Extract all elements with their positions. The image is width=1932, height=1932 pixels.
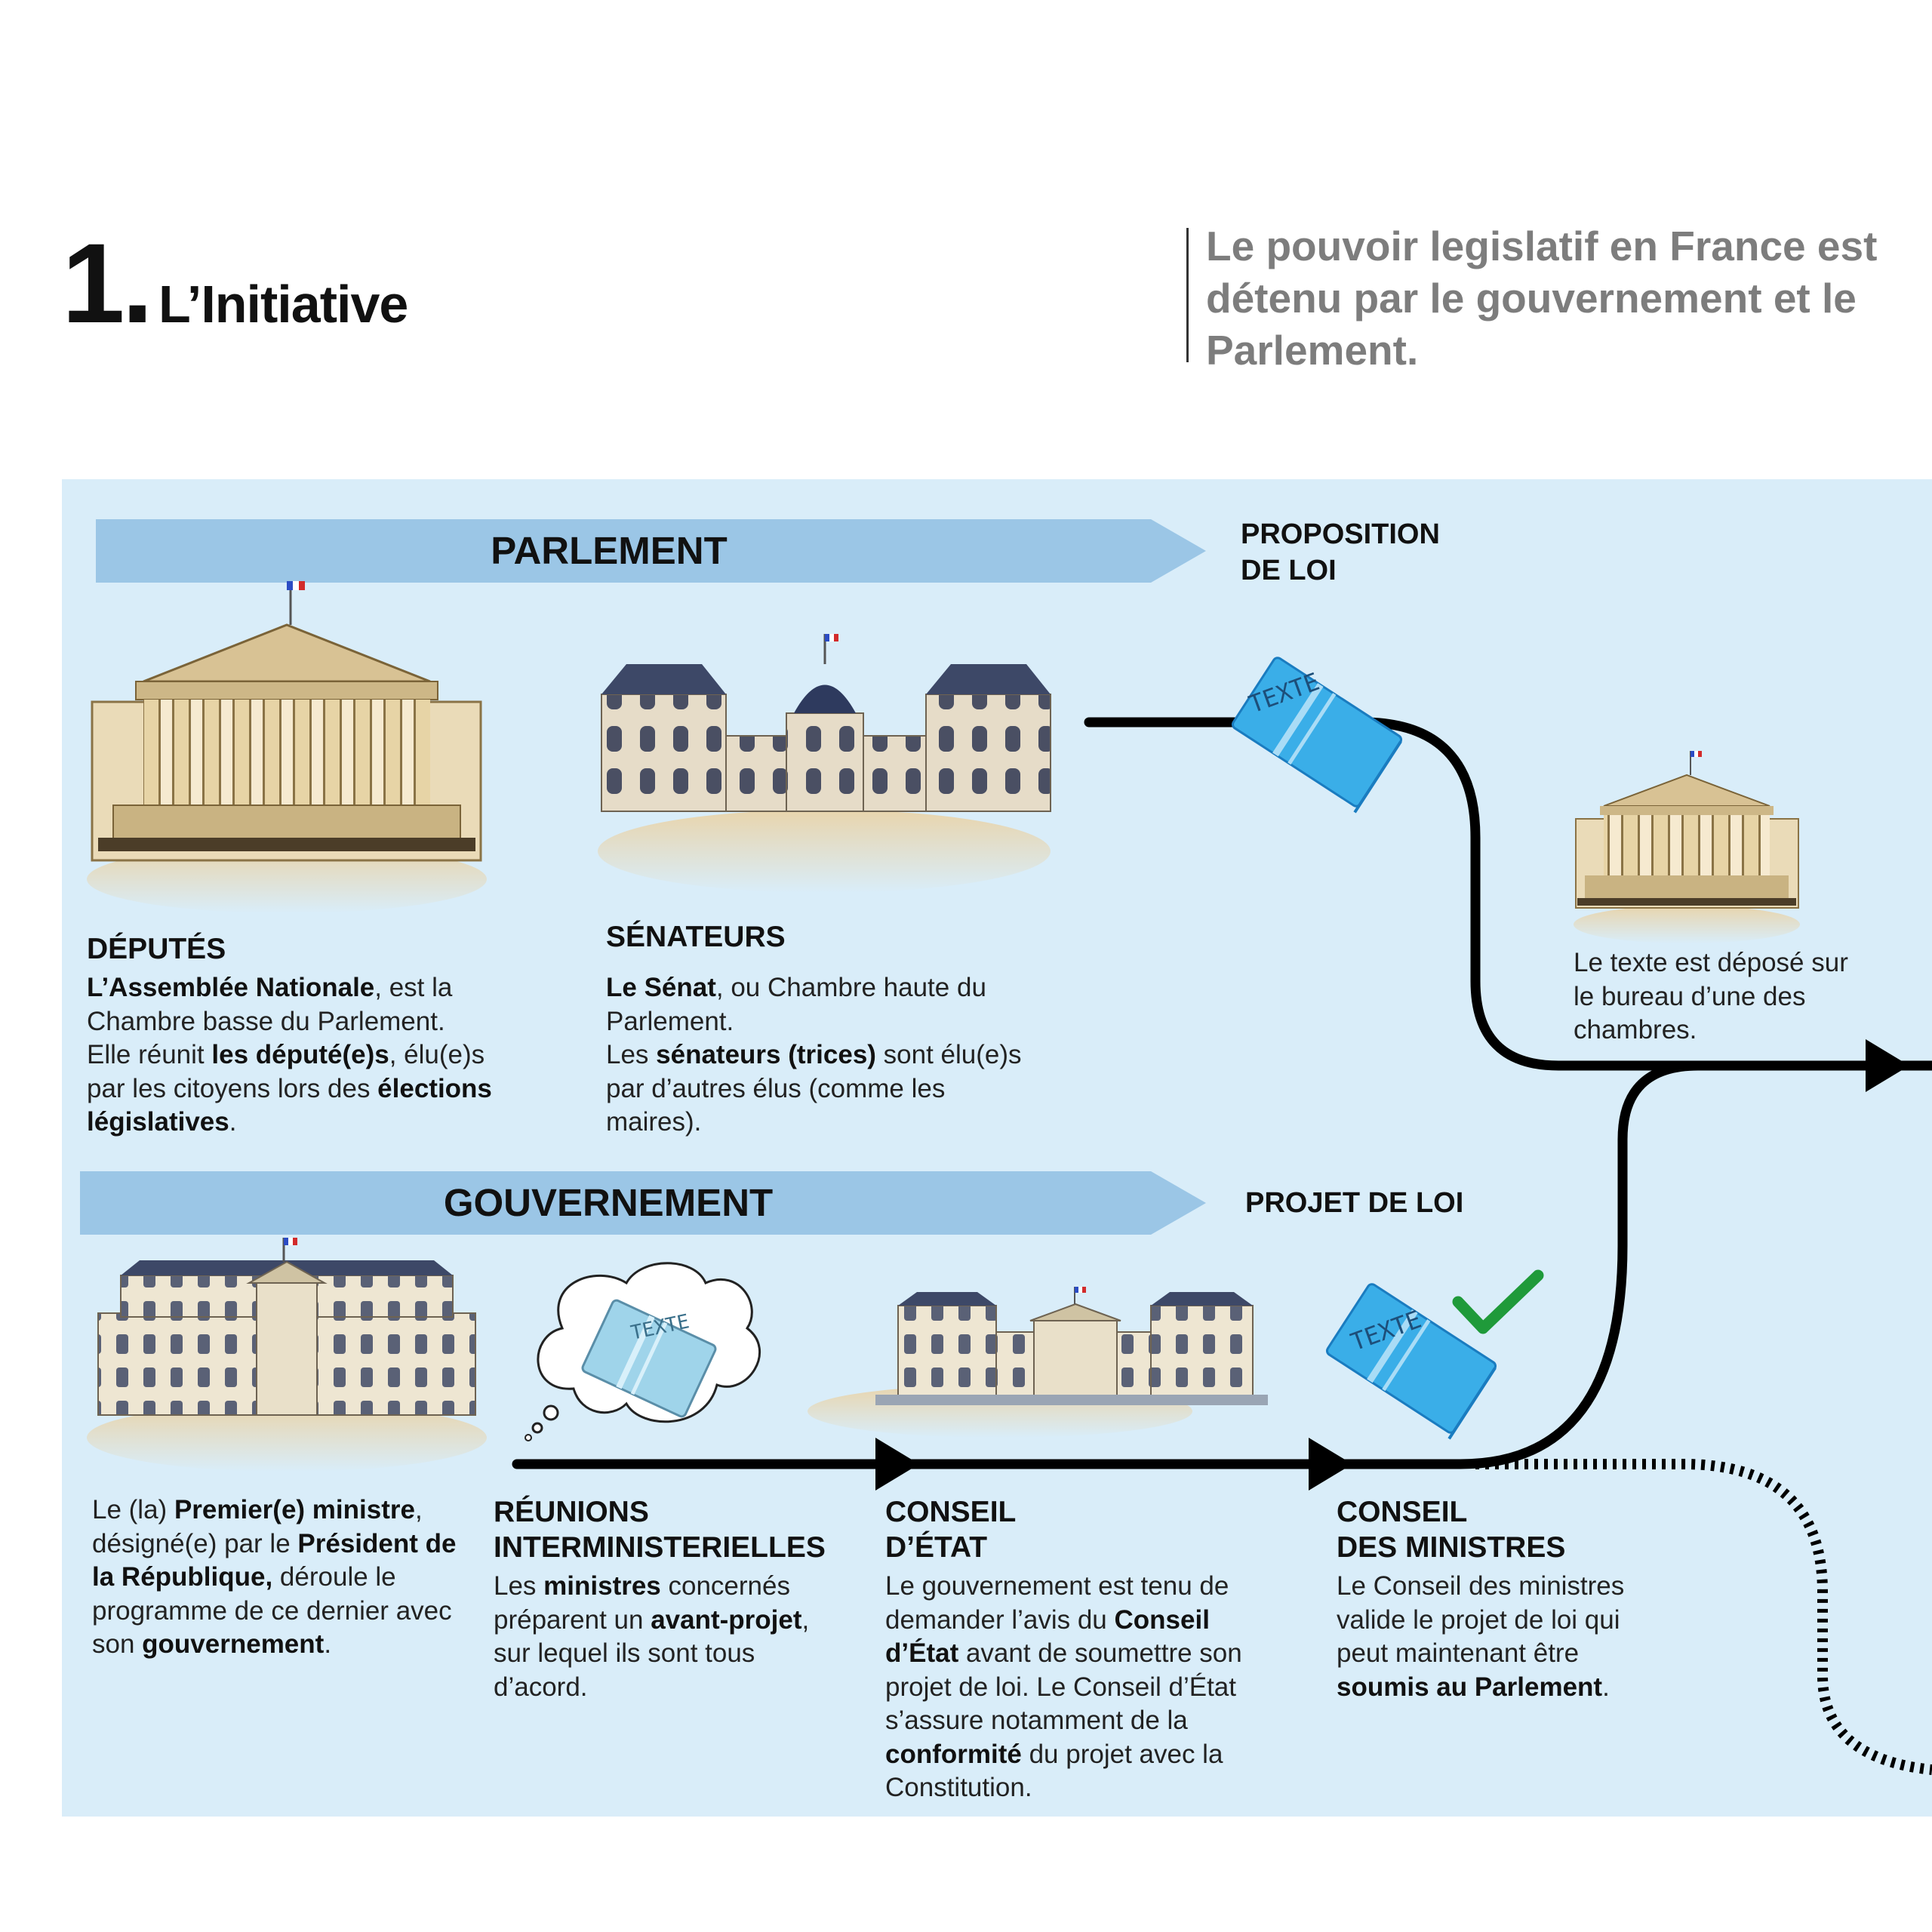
parlement-flow-arrow — [1866, 1039, 1909, 1092]
emphasis-text: Conseil d’État — [885, 1604, 1210, 1669]
dotted-flow-line — [1475, 1459, 1932, 1775]
emphasis-text: Le Sénat — [606, 973, 716, 1002]
check-icon — [1452, 1269, 1544, 1334]
reunions-description: Les ministres concernés préparent un ava… — [494, 1571, 810, 1702]
thought-cloud-icon: TEXTE — [525, 1262, 761, 1441]
conseil-ministres-heading: CONSEIL DES MINISTRES — [1337, 1496, 1566, 1564]
senateurs-description: Le Sénat, ou Chambre haute du Parlement.… — [606, 973, 1022, 1137]
gouvernement-banner — [80, 1171, 1206, 1235]
conseil-etat-description: Le gouvernement est tenu de demander l’a… — [885, 1571, 1242, 1802]
emphasis-text: conformité — [885, 1739, 1022, 1769]
assemblee-nationale-small-icon — [1574, 751, 1800, 943]
booklet-icon — [1325, 1283, 1497, 1440]
premier-ministre-description: Le (la) Premier(e) ministre, désigné(e) … — [92, 1495, 457, 1659]
section-subtitle: Le pouvoir legislatif en France est déte… — [1206, 223, 1878, 374]
gouvernement-banner-label: GOUVERNEMENT — [443, 1181, 774, 1224]
emphasis-text: Premier(e) ministre — [174, 1495, 415, 1524]
section-title: L’Initiative — [158, 275, 408, 334]
conseil-etat-heading: CONSEIL D’ÉTAT — [885, 1496, 1017, 1564]
emphasis-text: ministres — [543, 1571, 661, 1601]
assemblee-nationale-building-icon — [87, 581, 487, 913]
emphasis-text: gouvernement — [142, 1629, 325, 1659]
deputes-heading: DÉPUTÉS — [87, 933, 226, 965]
parlement-banner — [96, 519, 1206, 583]
conseil-ministres-description: Le Conseil des ministres valide le proje… — [1337, 1571, 1625, 1702]
depot-description: Le texte est déposé sur le bureau d’une … — [1574, 948, 1848, 1044]
parlement-flow-line — [1084, 717, 1932, 1071]
matignon-palace-icon — [87, 1238, 487, 1472]
emphasis-text: sénateurs (trices) — [656, 1040, 876, 1069]
senat-palais-luxembourg-icon — [598, 634, 1051, 893]
flow-arrow-conseil-ministres — [1309, 1438, 1352, 1491]
flow-arrow-conseil-etat — [875, 1438, 919, 1491]
section-number: 1. — [62, 220, 153, 346]
senateurs-heading: SÉNATEURS — [606, 921, 786, 953]
header-divider — [1186, 228, 1189, 362]
emphasis-text: élections législatives — [87, 1073, 492, 1137]
proposition-de-loi-label: PROPOSITION DE LOI — [1241, 518, 1440, 586]
projet-de-loi-label: PROJET DE LOI — [1245, 1187, 1464, 1219]
gouvernement-flow-line — [512, 1060, 1703, 1469]
reunions-heading: RÉUNIONS INTERMINISTERIELLES — [494, 1496, 826, 1564]
parlement-banner-label: PARLEMENT — [491, 529, 728, 572]
booklet-icon — [1231, 657, 1403, 814]
emphasis-text: avant-projet — [651, 1604, 802, 1635]
emphasis-text: les député(e)s — [211, 1040, 389, 1069]
deputes-description: L’Assemblée Nationale, est la Chambre ba… — [87, 973, 492, 1137]
palais-royal-building-icon — [808, 1287, 1268, 1438]
emphasis-text: Président de la République, — [92, 1528, 457, 1592]
emphasis-text: soumis au Parlement — [1337, 1672, 1603, 1702]
emphasis-text: L’Assemblée Nationale — [87, 973, 375, 1002]
